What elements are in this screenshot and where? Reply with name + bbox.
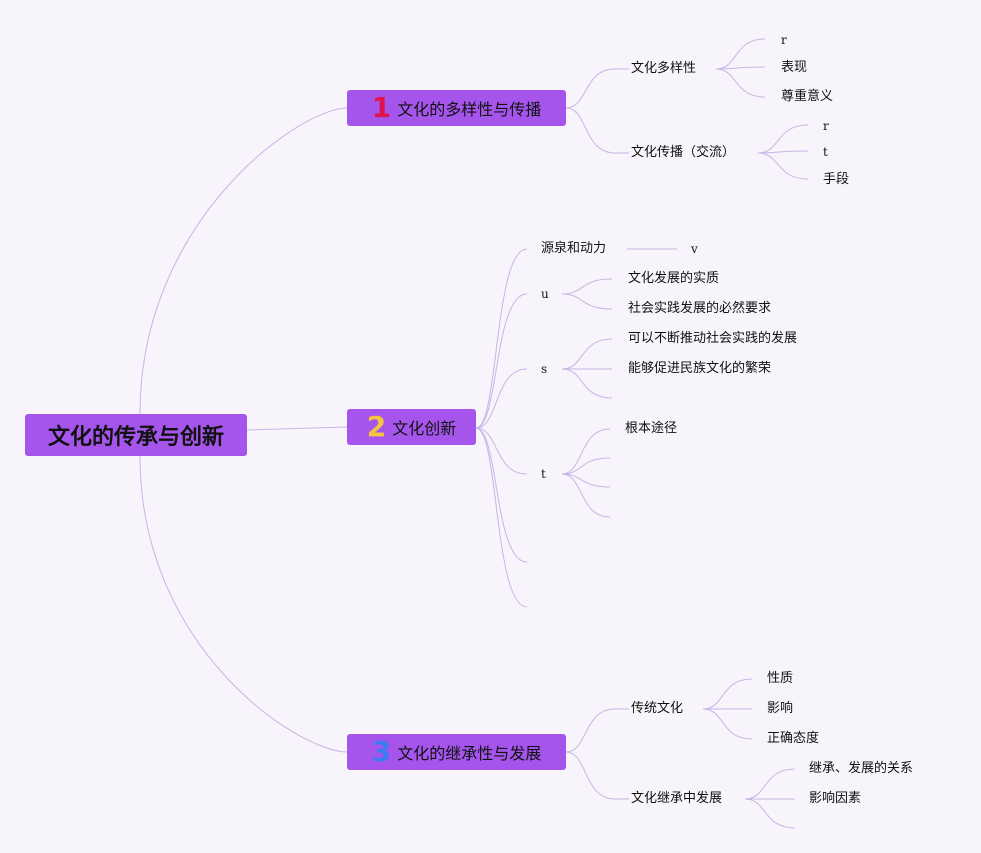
leaf-respect-significance[interactable]: 尊重意义 bbox=[781, 89, 834, 104]
branch-1-number-badge: 1 bbox=[371, 91, 392, 124]
branch-2-label: 文化创新 bbox=[392, 419, 457, 438]
edge-b2-topic-2 bbox=[475, 368, 528, 429]
leaf-means[interactable]: 手段 bbox=[823, 172, 850, 187]
edge-leaf bbox=[561, 278, 613, 295]
leaf-correct-attitude[interactable]: 正确态度 bbox=[767, 731, 820, 746]
leaf-r[interactable]: r bbox=[781, 33, 787, 47]
topic-inherit-and-develop[interactable]: 文化继承中发展 bbox=[631, 791, 723, 806]
edge-root-branch2 bbox=[246, 426, 348, 431]
edge-leaf bbox=[702, 708, 753, 740]
edge-leaf bbox=[561, 473, 611, 488]
edge-leaf bbox=[561, 428, 611, 475]
topic-source-and-motive[interactable]: 源泉和动力 bbox=[541, 241, 607, 256]
leaf-r[interactable]: r bbox=[823, 119, 829, 133]
topic-s[interactable]: s bbox=[541, 362, 548, 376]
edge-leaf bbox=[715, 66, 766, 70]
leaf-promote-social-practice[interactable]: 可以不断推动社会实践的发展 bbox=[628, 331, 798, 346]
edge-leaf bbox=[702, 678, 753, 710]
edge-b2-topic-1 bbox=[475, 293, 528, 429]
edge-b3-inherit bbox=[565, 751, 616, 800]
topic-t[interactable]: t bbox=[541, 467, 546, 481]
branch-3-node[interactable]: 3 文化的继承性与发展 bbox=[347, 734, 566, 770]
edge-leaf bbox=[561, 293, 613, 310]
leaf-essence-of-development[interactable]: 文化发展的实质 bbox=[628, 271, 720, 286]
topic-cultural-diversity[interactable]: 文化多样性 bbox=[631, 61, 697, 76]
edge-leaf bbox=[561, 338, 613, 370]
branch-3-number-badge: 3 bbox=[371, 735, 392, 768]
edge-leaf bbox=[744, 798, 796, 829]
edge-leaf bbox=[561, 457, 611, 475]
branch-2-number-badge: 2 bbox=[366, 410, 387, 443]
edge-leaf bbox=[561, 473, 611, 518]
edge-leaf bbox=[715, 68, 766, 98]
leaf-inherit-develop-relation[interactable]: 继承、发展的关系 bbox=[809, 761, 914, 776]
edge-leaf bbox=[757, 152, 809, 180]
leaf-influence[interactable]: 影响 bbox=[767, 701, 794, 716]
edge-leaf bbox=[757, 124, 809, 154]
leaf-fundamental-path[interactable]: 根本途径 bbox=[625, 421, 678, 436]
edge-leaf bbox=[715, 38, 766, 70]
leaf-expression[interactable]: 表现 bbox=[781, 60, 808, 75]
root-node[interactable]: 文化的传承与创新 bbox=[25, 414, 247, 456]
edge-leaf bbox=[744, 768, 796, 800]
edge-leaf bbox=[757, 150, 809, 154]
edge-root-branch1 bbox=[139, 107, 348, 415]
branch-2-node[interactable]: 2 文化创新 bbox=[347, 409, 476, 445]
branch-1-label: 文化的多样性与传播 bbox=[397, 100, 542, 119]
branch-3-label: 文化的继承性与发展 bbox=[397, 744, 542, 763]
edge-b2-topic-5 bbox=[475, 427, 528, 608]
topic-u[interactable]: u bbox=[541, 287, 549, 301]
leaf-nature[interactable]: 性质 bbox=[767, 671, 794, 686]
edge-b2-topic-3 bbox=[475, 427, 528, 475]
leaf-v[interactable]: v bbox=[691, 242, 698, 256]
topic-traditional-culture[interactable]: 传统文化 bbox=[631, 701, 684, 716]
edge-b1-diversity bbox=[565, 68, 616, 109]
edge-root-branch3 bbox=[139, 455, 348, 753]
leaf-inevitable-requirement[interactable]: 社会实践发展的必然要求 bbox=[628, 301, 772, 316]
leaf-t[interactable]: t bbox=[823, 145, 828, 159]
edge-b3-traditional bbox=[565, 708, 616, 753]
edge-b1-communication bbox=[565, 107, 616, 154]
edge-b2-topic-4 bbox=[475, 427, 528, 563]
edge-leaf bbox=[561, 368, 613, 399]
root-label: 文化的传承与创新 bbox=[47, 425, 224, 450]
topic-cultural-communication[interactable]: 文化传播（交流） bbox=[631, 145, 736, 160]
leaf-influencing-factors[interactable]: 影响因素 bbox=[809, 791, 862, 806]
leaf-promote-national-culture[interactable]: 能够促进民族文化的繁荣 bbox=[628, 361, 772, 376]
edge-b2-topic-0 bbox=[475, 248, 528, 429]
branch-1-node[interactable]: 1 文化的多样性与传播 bbox=[347, 90, 566, 126]
